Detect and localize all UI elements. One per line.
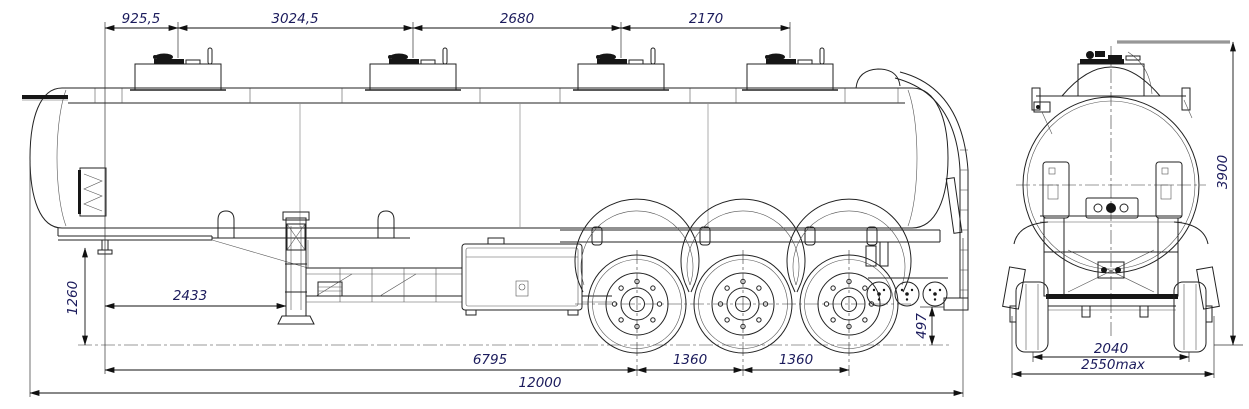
dim-overall-height: 3900: [1215, 155, 1231, 189]
dim-axle-spacing-2: 1360: [779, 352, 813, 368]
dim-overall-length: 12000: [519, 375, 562, 391]
front-bracket: [217, 210, 235, 238]
top-walkway: [68, 88, 905, 104]
dimensions-rear: 3900 2040 2550max: [1011, 40, 1243, 378]
dim-manhole2-to-manhole3: 2680: [500, 11, 534, 27]
dim-manhole3-to-manhole4: 2170: [689, 11, 723, 27]
running-gear: [574, 198, 912, 376]
rear-light-panel: [1085, 197, 1139, 219]
dim-kingpin-to-landing-gear: 2433: [173, 288, 207, 304]
rear-fittings: [1033, 99, 1193, 219]
front-bracket: [377, 210, 395, 238]
dim-axle-spacing-1: 1360: [673, 352, 707, 368]
rear-end: [855, 68, 969, 311]
rear-chassis: [1013, 215, 1209, 318]
rear-ladder: [899, 71, 969, 298]
chassis-frame: [306, 240, 612, 303]
dim-rear-frame-height: 497: [914, 313, 930, 339]
rear-view: 3900 2040 2550max: [1002, 40, 1243, 378]
rear-locker-left: [1042, 161, 1070, 219]
dim-fifth-wheel-height: 1260: [65, 281, 81, 315]
rear-manhole-dome: [1031, 51, 1191, 111]
dim-kingpin-to-first-axle: 6795: [473, 352, 507, 368]
front-end: [22, 95, 410, 269]
front-connection-panel: [79, 167, 107, 217]
landing-gear: [277, 211, 315, 325]
rear-handrail-loop: [855, 68, 901, 89]
rear-side-guard-left: [1002, 266, 1026, 310]
dim-kingpin-to-manhole1: 925,5: [122, 11, 161, 27]
dimensions-side: 925,5 3024,5 2680 2170 1260 2433 6795 13…: [29, 11, 964, 397]
rear-side-guard-right: [1196, 266, 1220, 310]
side-view: 925,5 3024,5 2680 2170 1260 2433 6795 13…: [22, 11, 969, 397]
toolbox: [461, 237, 583, 316]
tank-body: [29, 87, 949, 229]
rear-tank-shell: [1016, 46, 1206, 336]
rear-wheels: [1002, 266, 1220, 353]
rear-bumper: [943, 297, 969, 311]
manholes: [129, 47, 839, 91]
dim-overall-width: 2550max: [1081, 357, 1146, 373]
dim-manhole1-to-manhole2: 3024,5: [271, 11, 318, 27]
landing-gear-foot: [277, 315, 315, 325]
rear-locker-right: [1155, 161, 1183, 219]
front-platform-plate: [22, 95, 68, 99]
discharge-pipe: [560, 226, 941, 246]
dim-axle-track: 2040: [1094, 341, 1128, 357]
